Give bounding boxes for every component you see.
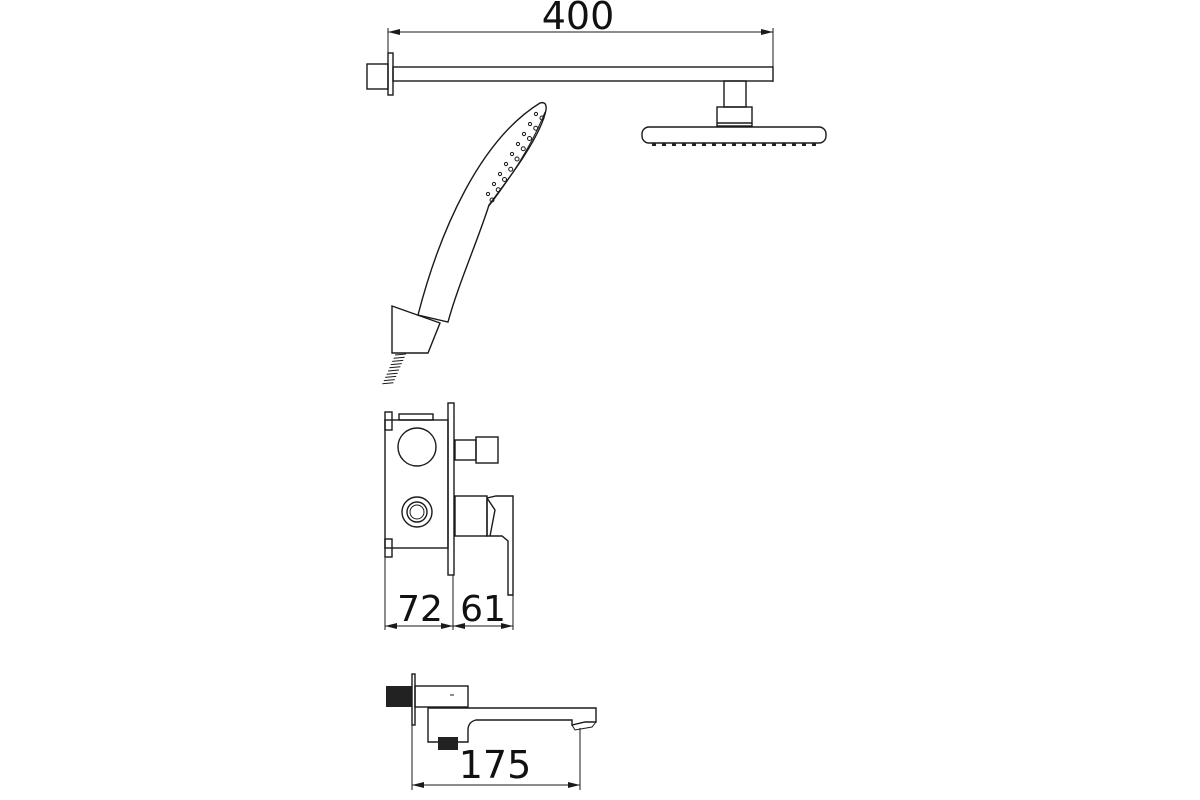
nozzle — [732, 143, 736, 146]
spray-hole — [503, 161, 509, 167]
spray-hole — [495, 187, 501, 193]
nozzle — [712, 143, 716, 146]
spray-hole — [533, 111, 539, 117]
spray-hole — [514, 156, 520, 162]
hose-rib — [389, 366, 401, 369]
hose-rib — [392, 359, 404, 362]
spray-hole — [520, 146, 526, 152]
nozzle — [752, 143, 756, 146]
hose-rib — [382, 382, 394, 385]
nozzle — [792, 143, 796, 146]
spray-hole — [489, 197, 495, 203]
mixer-lever — [486, 495, 514, 596]
valve-depth-label: 72 — [397, 589, 443, 630]
shower-arm-assembly — [366, 28, 827, 146]
arm-length-label: 400 — [542, 0, 615, 38]
hand-shower-holder — [391, 305, 441, 354]
concealed-valve — [384, 402, 514, 630]
nozzle — [772, 143, 776, 146]
hose-rib — [385, 375, 397, 378]
rain-shower-head — [641, 126, 827, 144]
nozzle — [662, 143, 666, 146]
spray-hole — [497, 171, 503, 177]
trim-depth-label: 61 — [460, 589, 506, 630]
nozzle — [682, 143, 686, 146]
spray-hole — [527, 121, 533, 127]
nozzle — [762, 143, 766, 146]
hose-rib — [394, 353, 407, 356]
hose-rib — [387, 369, 400, 372]
diverter-knob — [475, 436, 499, 464]
hand-shower — [382, 101, 547, 385]
spray-hole — [502, 177, 507, 182]
nozzle — [702, 143, 706, 146]
spray-hole — [508, 166, 514, 172]
spray-hole — [509, 151, 515, 157]
spray-hole — [533, 125, 539, 131]
nozzle — [652, 143, 656, 146]
nozzle — [722, 143, 726, 146]
nozzle — [782, 143, 786, 146]
spout-length-label: 175 — [459, 743, 532, 787]
hose — [382, 353, 407, 385]
nozzle — [692, 143, 696, 146]
hose-rib — [393, 356, 405, 359]
spray-hole — [521, 131, 527, 137]
nozzle — [812, 143, 816, 146]
bath-spout — [386, 673, 597, 790]
spout-thread — [386, 686, 412, 707]
hose-rib — [390, 363, 402, 366]
spray-hole — [515, 141, 521, 147]
spray-hole — [539, 115, 545, 121]
hose-rib — [386, 372, 398, 375]
nozzle — [802, 143, 806, 146]
spray-hole — [485, 191, 491, 197]
hose-rib — [383, 379, 395, 382]
spray-hole — [527, 136, 532, 141]
spray-hole — [491, 181, 497, 187]
nozzle — [742, 143, 746, 146]
nozzle — [672, 143, 676, 146]
